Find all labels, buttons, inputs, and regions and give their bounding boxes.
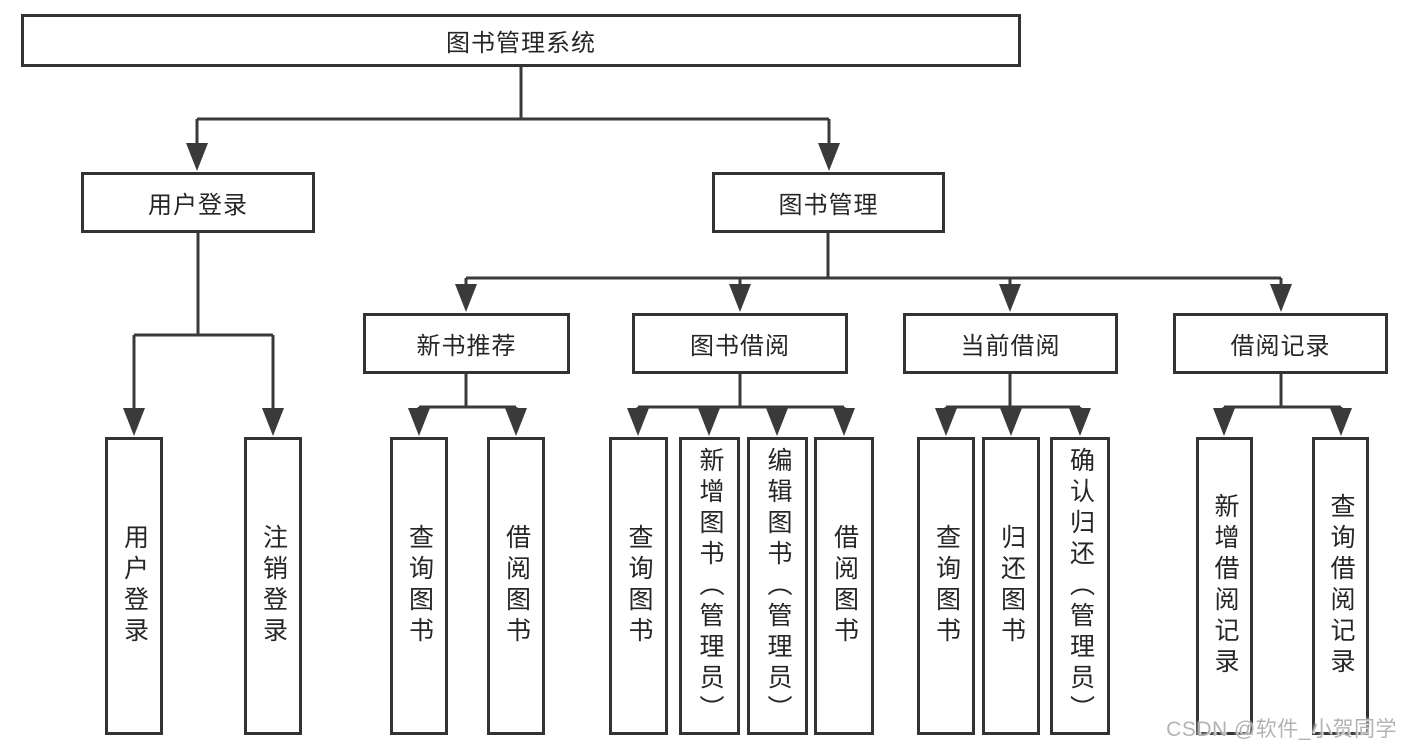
leaf-label: 归还图书 (997, 524, 1026, 648)
leaf-logout: 注销登录 (244, 437, 302, 735)
leaf-label: 用户登录 (120, 524, 149, 648)
leaf-label: 新增借阅记录 (1211, 493, 1239, 679)
leaf-label: 新增图书（管理员） (696, 446, 724, 726)
arrowhead-icon (999, 284, 1021, 312)
leaf-cb-return-books: 归还图书 (982, 437, 1040, 735)
leaf-cb-confirm-return-admin: 确认归还（管理员） (1050, 437, 1110, 735)
leaf-br-query-record: 查询借阅记录 (1312, 437, 1369, 735)
arrowhead-icon (1213, 408, 1235, 436)
leaf-bb-edit-books-admin: 编辑图书（管理员） (747, 437, 808, 735)
arrowhead-icon (818, 143, 840, 171)
arrowhead-icon (1270, 284, 1292, 312)
connector-root-to-level2 (186, 66, 840, 171)
arrowhead-icon (186, 143, 208, 171)
node-new-book-recommend: 新书推荐 (363, 313, 570, 374)
arrowhead-icon (627, 408, 649, 436)
connector-new-book-rec-to-leaves (408, 374, 527, 436)
node-user-login: 用户登录 (81, 172, 315, 233)
leaf-rec-borrow-books: 借阅图书 (487, 437, 545, 735)
arrowhead-icon (1330, 408, 1352, 436)
leaf-label: 借阅图书 (502, 524, 531, 648)
leaf-bb-borrow-books: 借阅图书 (814, 437, 874, 735)
node-borrowing-records: 借阅记录 (1173, 313, 1388, 374)
leaf-label: 查询图书 (932, 524, 961, 648)
leaf-bb-add-books-admin: 新增图书（管理员） (679, 437, 740, 735)
arrowhead-icon (1000, 408, 1022, 436)
arrowhead-icon (1069, 408, 1091, 436)
connector-book-borrow-to-leaves (627, 374, 855, 436)
leaf-label: 编辑图书（管理员） (764, 446, 792, 726)
arrowhead-icon (729, 284, 751, 312)
arrowhead-icon (935, 408, 957, 436)
arrowhead-icon (833, 408, 855, 436)
leaf-label: 查询图书 (625, 524, 653, 648)
arrowhead-icon (698, 408, 720, 436)
leaf-bb-query-books: 查询图书 (609, 437, 668, 735)
node-root: 图书管理系统 (21, 14, 1021, 67)
arrowhead-icon (123, 408, 145, 436)
node-book-management: 图书管理 (712, 172, 945, 233)
leaf-label: 借阅图书 (830, 524, 859, 648)
connector-book-mgmt-to-level3 (455, 233, 1292, 312)
leaf-rec-query-books: 查询图书 (390, 437, 448, 735)
leaf-label: 注销登录 (259, 524, 288, 648)
arrowhead-icon (455, 284, 477, 312)
connector-current-borrow-to-leaves (935, 374, 1091, 436)
leaf-label: 确认归还（管理员） (1066, 446, 1095, 726)
connector-user-login-to-leaves (123, 233, 284, 436)
node-book-borrowing: 图书借阅 (632, 313, 848, 374)
leaf-cb-query-books: 查询图书 (917, 437, 975, 735)
leaf-label: 查询借阅记录 (1327, 493, 1355, 679)
node-current-borrowing: 当前借阅 (903, 313, 1118, 374)
leaf-user-login: 用户登录 (105, 437, 163, 735)
leaf-br-add-record: 新增借阅记录 (1196, 437, 1253, 735)
arrowhead-icon (505, 408, 527, 436)
arrowhead-icon (766, 408, 788, 436)
leaf-label: 查询图书 (405, 524, 434, 648)
arrowhead-icon (262, 408, 284, 436)
arrowhead-icon (408, 408, 430, 436)
csdn-watermark: CSDN @软件_小贺同学 (1166, 718, 1397, 741)
connector-borrow-records-to-leaves (1213, 374, 1352, 436)
